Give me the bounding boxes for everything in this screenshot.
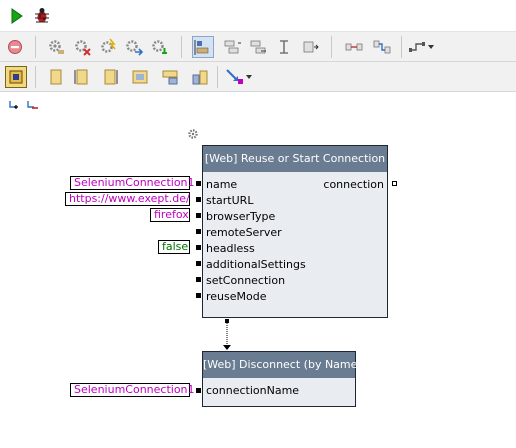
constant-name[interactable]: SeleniumConnection1 <box>70 176 195 190</box>
input-pin-setconnection[interactable] <box>196 277 201 282</box>
gear-step-over-icon[interactable] <box>150 37 170 57</box>
constant-headless[interactable]: false <box>158 240 190 254</box>
connector-dropdown-icon[interactable] <box>408 37 436 57</box>
pin-label: name <box>206 178 238 191</box>
run-toolbar <box>0 0 516 32</box>
pin-label-output: connection <box>323 178 384 191</box>
input-pin-reusemode[interactable] <box>196 293 201 298</box>
new-step-icon[interactable] <box>5 66 27 88</box>
align-top-icon[interactable] <box>274 37 294 57</box>
constant-starturl[interactable]: https://www.exept.de/ <box>65 192 190 206</box>
input-pin-remoteserver[interactable] <box>196 229 201 234</box>
expand-icon[interactable] <box>8 99 20 111</box>
output-pin-connection[interactable] <box>392 181 397 186</box>
input-pin-headless[interactable] <box>196 245 201 250</box>
pin-label: remoteServer <box>206 226 282 239</box>
pin-label: reuseMode <box>206 290 267 303</box>
layout-6-icon[interactable] <box>190 67 210 87</box>
constant-connectionname[interactable]: SeleniumConnection1 <box>70 383 195 397</box>
input-pin-starturl[interactable] <box>196 197 201 202</box>
distribute-v-icon[interactable] <box>372 37 392 57</box>
align-right-icon[interactable] <box>248 37 268 57</box>
remove-icon[interactable] <box>5 37 25 57</box>
input-pin-connectionname[interactable] <box>196 388 201 393</box>
gear-delete-icon[interactable] <box>72 37 92 57</box>
input-pin-browsertype[interactable] <box>196 213 201 218</box>
debug-icon[interactable] <box>32 6 52 26</box>
flow-connector <box>223 319 231 350</box>
block-title: [Web] Disconnect (by Name) <box>203 352 362 378</box>
gear-run-icon[interactable] <box>98 37 118 57</box>
diagram-canvas[interactable]: [Web] Reuse or Start Connection name sta… <box>0 93 516 448</box>
pin-label: setConnection <box>206 274 286 287</box>
block-title: [Web] Reuse or Start Connection <box>203 146 387 172</box>
collapse-icon[interactable] <box>26 99 40 111</box>
layout-1-icon[interactable] <box>46 67 66 87</box>
input-pin-name[interactable] <box>196 181 201 186</box>
gear-step-in-icon[interactable] <box>124 37 144 57</box>
block-reuse-or-start-connection[interactable]: [Web] Reuse or Start Connection name sta… <box>202 145 388 318</box>
diagram-toolbar <box>0 32 516 62</box>
align-center-icon[interactable] <box>222 37 242 57</box>
layout-5-icon[interactable] <box>160 67 180 87</box>
align-bottom-icon[interactable] <box>300 37 320 57</box>
constant-browsertype[interactable]: firefox <box>150 208 190 222</box>
route-dropdown-icon[interactable] <box>224 67 254 87</box>
pin-label: browserType <box>206 210 276 223</box>
layout-toolbar <box>0 62 516 92</box>
layout-4-icon[interactable] <box>130 67 150 87</box>
align-left-icon[interactable] <box>192 36 214 58</box>
block-disconnect-by-name[interactable]: [Web] Disconnect (by Name) connectionNam… <box>202 351 362 407</box>
pin-label: connectionName <box>206 384 300 397</box>
pin-label: headless <box>206 242 255 255</box>
layout-3-icon[interactable] <box>100 67 120 87</box>
pin-label: additionalSettings <box>206 258 306 271</box>
pin-label: startURL <box>206 194 254 207</box>
layout-2-icon[interactable] <box>72 67 92 87</box>
distribute-h-icon[interactable] <box>344 37 364 57</box>
settings-gear-icon[interactable] <box>187 128 199 140</box>
run-icon[interactable] <box>6 6 26 26</box>
input-pin-additionalsettings[interactable] <box>196 261 201 266</box>
gear-icon[interactable] <box>46 37 66 57</box>
